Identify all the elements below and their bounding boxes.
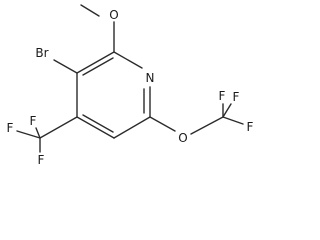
bond-c4-cf3	[39, 116, 78, 139]
bonds	[16, 4, 244, 153]
bond-cf3-f-left	[16, 130, 41, 139]
ocf3-fluorine-right-label: F	[247, 120, 254, 134]
bond-o-cf3	[190, 116, 224, 135]
ether-oxygen-label: O	[178, 131, 187, 145]
bond-c6-o	[149, 116, 176, 132]
bond-ocf3-f-right	[222, 116, 244, 125]
atom-labels: O Br N O F F F F F F	[7, 8, 254, 167]
bond-ocf3-f-bottom	[222, 103, 232, 118]
bond-c3-br	[53, 59, 78, 74]
ocf3-fluorine-bottom-label: F	[233, 90, 240, 104]
structure-canvas: O Br N O F F F F F F	[7, 4, 254, 167]
bromine-label: Br	[35, 46, 48, 60]
ring-nitrogen-label: N	[146, 71, 155, 85]
cf3-fluorine-left-label: F	[7, 121, 14, 135]
cf3-fluorine-bottom-label: F	[38, 153, 45, 167]
methoxy-oxygen-label: O	[109, 8, 118, 22]
molecule-structure: O Br N O F F F F F F	[7, 4, 254, 167]
ocf3-fluorine-top-label: F	[219, 89, 226, 103]
bond-c2-c3-double	[82, 57, 114, 76]
bond-c4-c5-double	[82, 114, 114, 133]
bond-c5-c6	[113, 116, 151, 139]
bond-n-c2	[113, 51, 143, 69]
bond-methyl-o	[80, 4, 100, 17]
cf3-fluorine-top-label: F	[30, 114, 37, 128]
bond-c4-c5	[76, 116, 115, 139]
bond-cf3-f-top	[35, 127, 41, 139]
bond-c2-c3	[76, 51, 115, 74]
